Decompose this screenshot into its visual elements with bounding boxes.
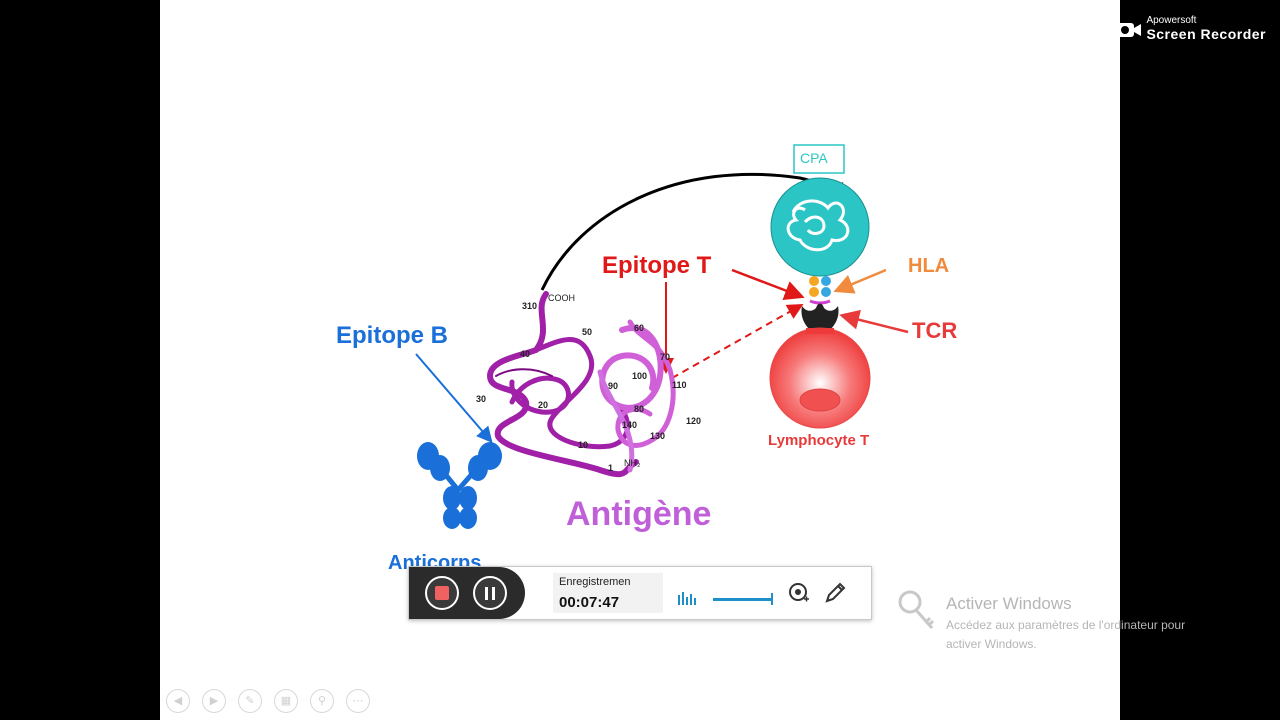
residue-label: 90 [608, 381, 619, 391]
stop-icon [435, 586, 449, 600]
cooh-label: COOH [548, 293, 575, 303]
cpa-internal-antigen [786, 199, 850, 252]
slides-icon[interactable]: ▦ [274, 689, 298, 713]
recording-toolbar: Enregistremen 00:07:47 [408, 566, 872, 620]
epitope-t-dashed-arrow [671, 304, 804, 379]
lymphocyte-cell [769, 327, 871, 429]
pen-tool-icon[interactable]: ✎ [238, 689, 262, 713]
hla-label: HLA [908, 255, 950, 277]
audio-level-icon[interactable] [677, 591, 697, 605]
nh2-label: NH₂ [624, 458, 641, 468]
residue-label: 120 [686, 416, 702, 426]
residue-label: 40 [520, 349, 531, 359]
recording-status: Enregistremen 00:07:47 [553, 573, 663, 613]
pause-button[interactable] [473, 576, 507, 610]
cpa-label: CPA [800, 150, 828, 166]
residue-label: 310 [522, 301, 538, 311]
cpa-label-box [793, 144, 845, 174]
volume-slider-handle[interactable] [771, 593, 773, 605]
residue-label: 20 [538, 400, 549, 410]
next-icon[interactable]: ▶ [202, 689, 226, 713]
lymphocyte-nucleus [799, 388, 841, 412]
residue-label: 140 [622, 420, 638, 430]
recording-label: Enregistremen [559, 576, 631, 588]
epitope-b-label: Epitope B [336, 322, 448, 349]
activate-windows-notice: Activer Windows Accédez aux paramètres d… [946, 594, 1185, 654]
watermark-product: Screen Recorder [1146, 26, 1266, 42]
antigene-label: Antigène [566, 495, 712, 533]
more-icon[interactable]: ⋯ [346, 689, 370, 713]
residue-label: 30 [476, 394, 487, 404]
watermark-brand: Apowersoft [1146, 15, 1197, 26]
recorder-watermark: Apowersoft Screen Recorder [1116, 16, 1266, 42]
activate-title: Activer Windows [946, 594, 1072, 613]
record-controls [409, 567, 525, 619]
epitope-t-label: Epitope T [602, 252, 712, 279]
tcr-receptor [801, 303, 839, 330]
residue-label: 50 [582, 327, 593, 337]
residue-label: 130 [650, 431, 666, 441]
zoom-icon[interactable]: ⚲ [310, 689, 334, 713]
activate-line2: activer Windows. [946, 637, 1037, 651]
immunology-diagram [415, 144, 909, 529]
pause-icon [485, 587, 488, 600]
residue-label: 80 [634, 404, 645, 414]
residue-label: 110 [672, 380, 687, 390]
lymphocyte-label: Lymphocyte T [768, 432, 870, 449]
residue-label: 1 [608, 463, 614, 473]
volume-slider[interactable] [713, 598, 773, 601]
activate-line1: Accédez aux paramètres de l'ordinateur p… [946, 618, 1186, 632]
camera-icon [1117, 23, 1142, 37]
residue-label: 70 [660, 352, 671, 362]
cpa-cell [770, 177, 870, 277]
key-icon [898, 590, 935, 629]
pen-icon[interactable] [823, 581, 847, 605]
residue-label: 100 [632, 371, 648, 381]
residue-label: 60 [634, 323, 645, 333]
antibody [417, 442, 502, 529]
recording-timer: 00:07:47 [559, 594, 620, 611]
residue-label: 10 [578, 440, 589, 450]
prev-icon[interactable]: ◀ [166, 689, 190, 713]
stop-button[interactable] [425, 576, 459, 610]
antigen-protein [486, 291, 676, 478]
tcr-label: TCR [912, 318, 958, 343]
webcam-icon[interactable] [787, 581, 811, 605]
